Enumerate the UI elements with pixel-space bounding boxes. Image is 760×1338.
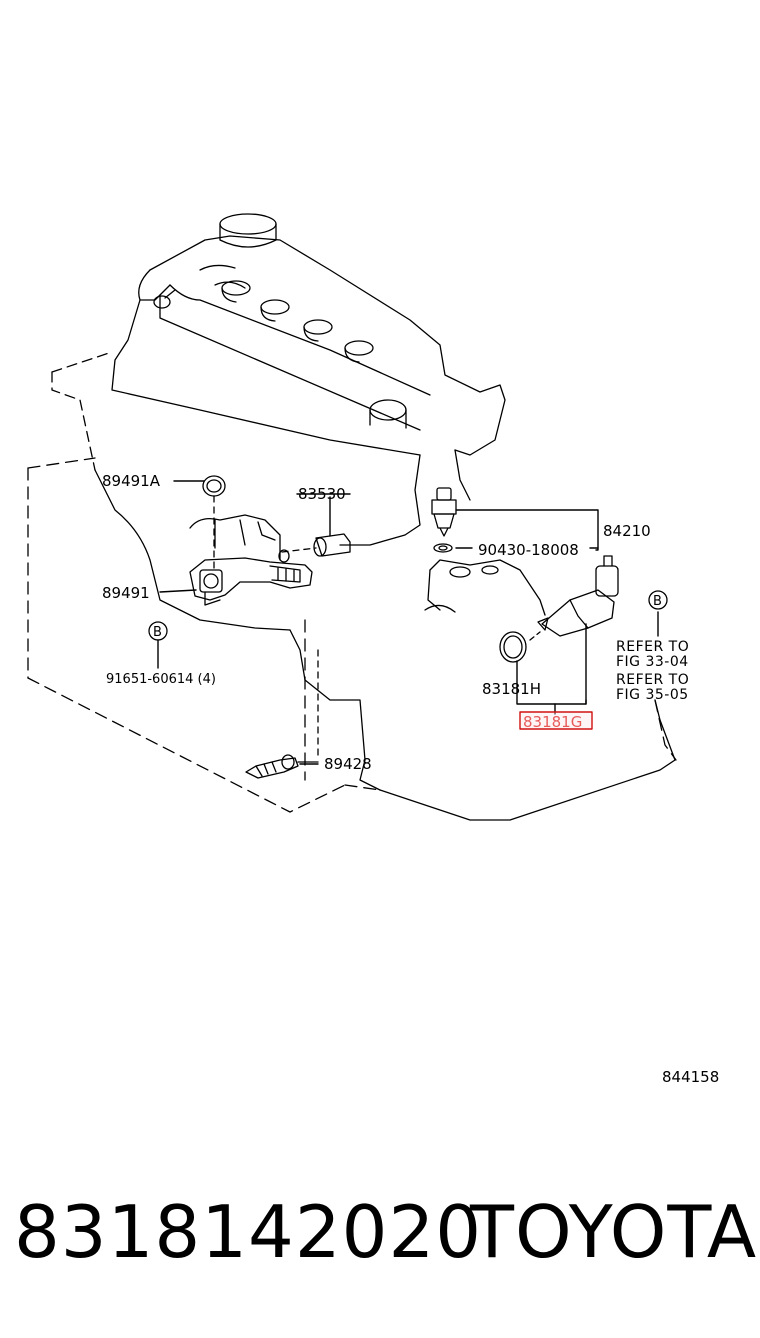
- callout-91651-60614: 91651-60614 (4): [106, 672, 216, 687]
- switch-84210: [431, 487, 457, 553]
- refer-text-2a: REFER TO: [616, 672, 689, 688]
- callout-84210: 84210: [603, 522, 651, 540]
- assembly-boundary: [27, 457, 677, 813]
- marker-b-right-label: B: [653, 594, 662, 609]
- switch-83530: [278, 533, 351, 563]
- sensor-89428: [245, 649, 319, 779]
- refer-text-1a: REFER TO: [616, 639, 689, 655]
- marker-b-left: [148, 621, 168, 641]
- callout-83530: 83530: [298, 485, 346, 503]
- marker-b-right: [648, 590, 668, 610]
- callout-89428: 89428: [324, 755, 372, 773]
- engine-block-outline: [51, 213, 676, 821]
- marker-b-left-label: B: [153, 625, 162, 640]
- highlight-box-83181G: [519, 711, 593, 730]
- callout-90430-18008: 90430-18008: [478, 541, 579, 559]
- leader-lines: [157, 480, 659, 765]
- callout-83181H: 83181H: [482, 680, 541, 698]
- figure-id: 844158: [662, 1068, 720, 1086]
- callout-89491A: 89491A: [102, 472, 161, 490]
- refer-text-1b: FIG 33-04: [616, 654, 689, 670]
- part-number: 8318142020: [14, 1190, 483, 1274]
- sensor-83181: [499, 555, 619, 663]
- callout-83181G[interactable]: 83181G: [523, 713, 582, 731]
- switch-bracket-89491: [189, 557, 313, 606]
- gasket-89491A: [202, 475, 226, 571]
- callout-89491: 89491: [102, 584, 150, 602]
- brand-name: TOYOTA: [470, 1190, 758, 1274]
- refer-text-2b: FIG 35-05: [616, 687, 689, 703]
